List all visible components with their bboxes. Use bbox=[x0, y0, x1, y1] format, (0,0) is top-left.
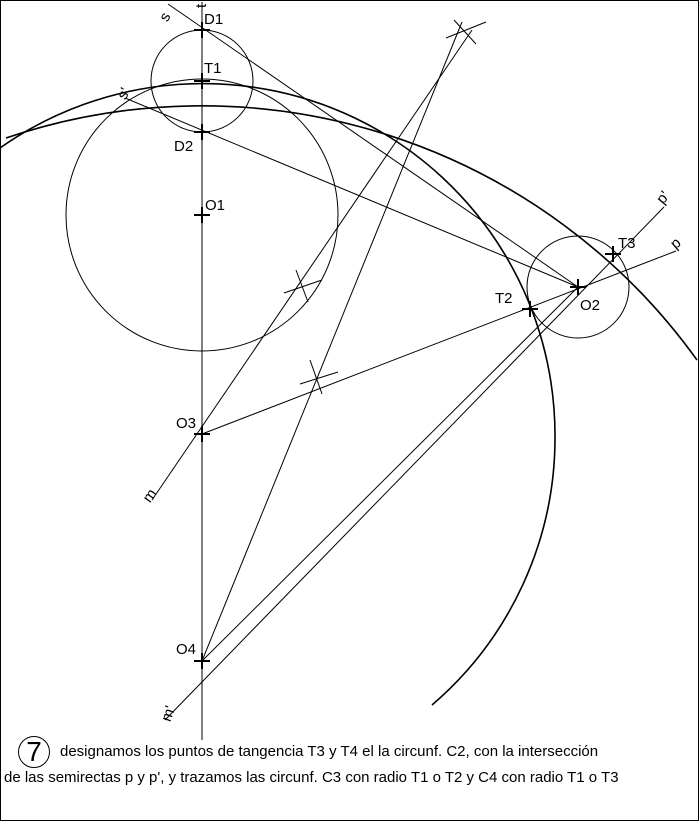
label-t3: T3 bbox=[618, 235, 636, 252]
label-m: m bbox=[139, 486, 160, 506]
line-o4-bisector bbox=[201, 21, 463, 662]
label-t2: T2 bbox=[495, 290, 513, 307]
label-p: p bbox=[667, 234, 684, 252]
label-o3: O3 bbox=[176, 415, 196, 432]
arc-c3 bbox=[0, 82, 556, 706]
label-d1: D1 bbox=[204, 11, 223, 28]
arc-mark-2 bbox=[283, 269, 323, 303]
label-t1: T1 bbox=[204, 60, 222, 77]
cross-t1 bbox=[194, 73, 210, 89]
cross-d1 bbox=[194, 22, 210, 38]
label-s-prime: s' bbox=[114, 85, 134, 103]
arc-mark-3 bbox=[299, 359, 339, 395]
label-o4: O4 bbox=[176, 641, 196, 658]
label-o1: O1 bbox=[205, 197, 225, 214]
cross-o2 bbox=[570, 279, 586, 295]
line-p bbox=[201, 250, 677, 435]
cross-t2 bbox=[522, 301, 538, 317]
line-p-prime bbox=[164, 206, 665, 721]
label-t: t bbox=[193, 3, 210, 8]
step-number-badge: 7 bbox=[18, 736, 50, 768]
arc-mark-1 bbox=[445, 19, 487, 45]
line-m bbox=[151, 29, 473, 501]
cross-o1 bbox=[194, 207, 210, 223]
line-s bbox=[167, 3, 579, 288]
line-s-prime bbox=[124, 97, 579, 288]
label-d2: D2 bbox=[174, 138, 193, 155]
cross-o4 bbox=[194, 653, 210, 669]
cross-d2 bbox=[194, 124, 210, 140]
label-s: s bbox=[156, 9, 174, 24]
caption-line-2: de las semirectas p y p', y trazamos las… bbox=[4, 769, 619, 786]
cross-t3 bbox=[605, 246, 621, 262]
line-o4-o2 bbox=[201, 286, 579, 662]
label-o2: O2 bbox=[580, 297, 600, 314]
caption-line-1: designamos los puntos de tangencia T3 y … bbox=[60, 743, 599, 760]
cross-o3 bbox=[194, 426, 210, 442]
arc-c4 bbox=[5, 105, 698, 361]
label-m-prime: m' bbox=[158, 703, 179, 723]
label-p-prime: p' bbox=[653, 188, 673, 208]
